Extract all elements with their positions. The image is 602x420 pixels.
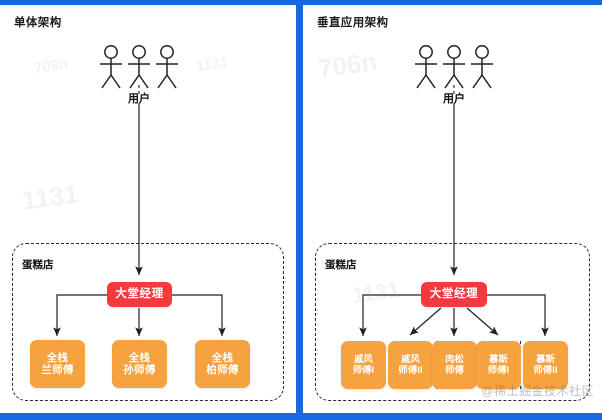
- worker-node-line2: 师傅II: [398, 365, 423, 375]
- user-figure-icon: [100, 45, 122, 89]
- user-figure-icon: [415, 45, 437, 89]
- worker-node-line1: 全栈: [211, 351, 234, 364]
- user-label: 用户: [128, 93, 150, 105]
- worker-node-line2: 师傅I: [487, 365, 510, 375]
- panel-divider: [296, 0, 303, 420]
- user-figure-icon: [128, 45, 150, 89]
- manager-node-label: 大堂经理: [115, 287, 164, 300]
- worker-node-line1: 慕斯: [536, 354, 555, 365]
- manager-node[interactable]: 大堂经理: [421, 282, 487, 307]
- credit-watermark: @稀土掘金技术社区: [481, 384, 594, 398]
- panel-monolithic: 单体架构: [0, 5, 296, 413]
- worker-node[interactable]: 戚风 师傅II: [388, 341, 433, 389]
- worker-node-line2: 孙师傅: [123, 364, 156, 376]
- worker-node-line1: 全栈: [46, 351, 69, 364]
- user-label: 用户: [443, 93, 465, 105]
- worker-node[interactable]: 全栈 柏师傅: [195, 340, 250, 388]
- worker-node-line2: 兰师傅: [41, 364, 74, 376]
- shop-container: [12, 243, 284, 401]
- manager-node[interactable]: 大堂经理: [107, 282, 172, 307]
- worker-node-line1: 肉松: [445, 354, 464, 365]
- user-figure-icon: [443, 45, 465, 89]
- worker-node-line2: 师傅: [445, 365, 464, 375]
- worker-node[interactable]: 肉松 师傅: [432, 341, 477, 389]
- worker-node-line2: 师傅I: [352, 365, 375, 375]
- user-figure-icon: [471, 45, 493, 89]
- manager-node-label: 大堂经理: [429, 287, 479, 300]
- panel-vertical-application: 垂直应用架构: [303, 5, 602, 413]
- worker-node-line1: 戚风: [354, 354, 373, 365]
- worker-node[interactable]: 全栈 兰师傅: [30, 340, 85, 388]
- worker-node[interactable]: 全栈 孙师傅: [112, 340, 167, 388]
- worker-node-line1: 全栈: [128, 351, 151, 364]
- worker-node-line2: 师傅II: [533, 365, 558, 375]
- panel-title: 单体架构: [14, 17, 62, 29]
- worker-node-line1: 戚风: [401, 354, 420, 365]
- worker-node-line1: 慕斯: [489, 354, 508, 365]
- worker-node[interactable]: 慕斯 师傅I: [476, 341, 521, 389]
- shop-label: 蛋糕店: [325, 259, 357, 271]
- shop-container: [315, 243, 590, 401]
- worker-node[interactable]: 慕斯 师傅II: [523, 341, 568, 389]
- user-figure-icon: [156, 45, 178, 89]
- worker-node-line2: 柏师傅: [206, 364, 239, 376]
- worker-node[interactable]: 戚风 师傅I: [341, 341, 386, 389]
- shop-label: 蛋糕店: [22, 259, 54, 271]
- panel-title: 垂直应用架构: [317, 17, 389, 29]
